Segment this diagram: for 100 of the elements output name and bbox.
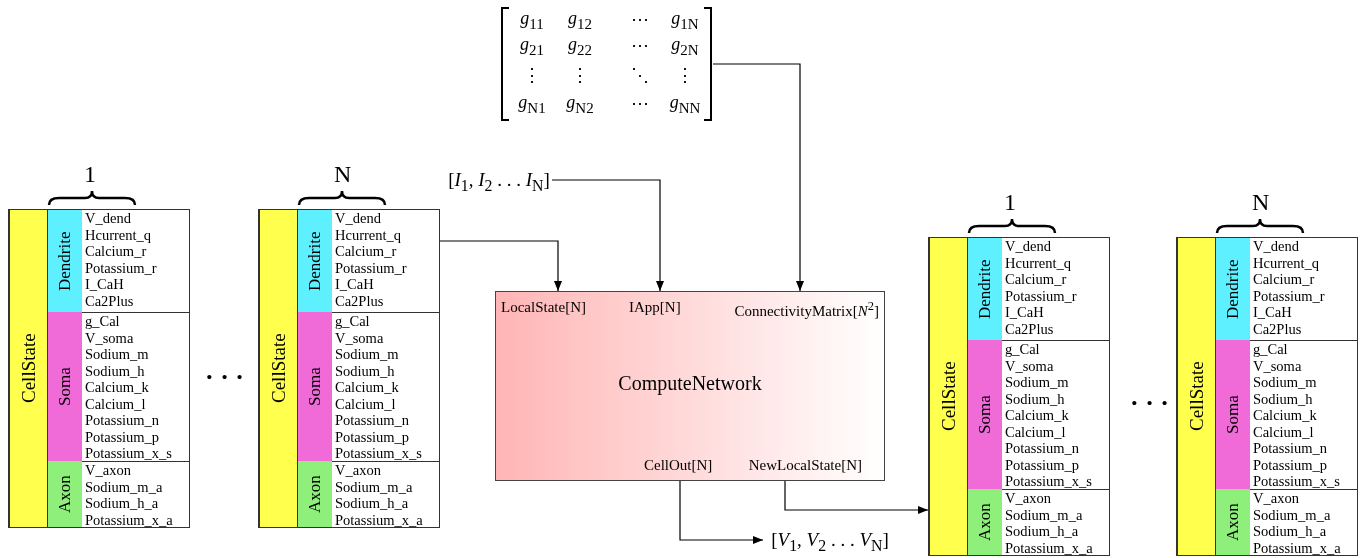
arrow (439, 240, 562, 292)
matrix-entry: ⋮ (523, 64, 541, 86)
variable-name: Sodium_m (334, 346, 400, 363)
cell-state-panel (928, 237, 1110, 556)
cell-state-panel (258, 209, 440, 528)
brace-label: 1 (1004, 189, 1016, 215)
variable-name: g_Cal (1004, 341, 1041, 358)
matrix-entry: g$_{12}$ (568, 8, 592, 33)
compartment-label: Axon (967, 489, 1002, 555)
matrix-entry: ⋯ (631, 34, 649, 56)
variable-name: Potassium_x_a (1004, 539, 1094, 556)
variable-list (82, 312, 189, 461)
variable-name: V_axon (1004, 490, 1052, 507)
cell-state-panel (8, 209, 190, 528)
variable-name: V_axon (334, 462, 382, 479)
variable-name: V_axon (1252, 490, 1300, 507)
ellipsis-mark: · · · (205, 362, 244, 392)
variable-name: Potassium_n (334, 412, 411, 429)
vector-label: [I$_{1}$, I$_{2}$ . . . I$_{N}$] (446, 167, 552, 193)
variable-name: Sodium_h_a (84, 495, 160, 512)
variable-name: Sodium_h (1252, 390, 1314, 407)
variable-name: Potassium_p (1252, 456, 1329, 473)
port-label: IApp[N] (629, 299, 681, 316)
compartment-label: Soma (297, 312, 332, 461)
variable-name: Sodium_h_a (334, 495, 410, 512)
variable-name: Sodium_m_a (334, 478, 414, 495)
variable-name: Potassium_x_a (84, 511, 174, 528)
cell-state-label: CellState (9, 210, 47, 527)
variable-name: Potassium_x_a (334, 511, 424, 528)
variable-name: Potassium_x_s (84, 445, 173, 462)
variable-name: Potassium_p (1004, 456, 1081, 473)
variable-name: g_Cal (1252, 341, 1289, 358)
matrix-entry: g$_{N1}$ (518, 92, 546, 117)
compartment-label: Axon (47, 461, 82, 527)
variable-name: Calcium_k (334, 379, 400, 396)
variable-name: Sodium_h_a (1252, 523, 1328, 540)
compartment-label: Dendrite (1215, 238, 1250, 340)
compartment-label: Axon (297, 461, 332, 527)
compartment-label: Soma (1215, 340, 1250, 489)
variable-name: Calcium_l (1252, 423, 1315, 440)
variable-name: I_CaH (1252, 304, 1293, 321)
port-label: ConnectivityMatrix[N$^{2}$] (734, 299, 879, 320)
variable-name: Hcurrent_q (1252, 254, 1321, 271)
matrix-entry: g$_{21}$ (520, 34, 544, 59)
matrix-entry: ⋮ (571, 64, 589, 86)
variable-name: V_soma (84, 329, 135, 346)
variable-name: Potassium_x_s (1004, 473, 1093, 490)
brace-label: 1 (84, 161, 96, 187)
variable-name: Potassium_p (334, 428, 411, 445)
variable-name: Calcium_k (1004, 407, 1070, 424)
variable-name: Calcium_r (1252, 271, 1316, 288)
vector-label: [V$_{1}$, V$_{2}$ . . . V$_{N}$] (763, 526, 897, 554)
variable-name: Potassium_x_a (1252, 539, 1342, 556)
compute-box (495, 291, 885, 481)
matrix-entry: g$_{2N}$ (671, 34, 699, 59)
variable-name: V_soma (334, 329, 385, 346)
process-title: ComputeNetwork (618, 372, 762, 395)
variable-name: Potassium_x_s (334, 445, 423, 462)
variable-name: Hcurrent_q (84, 226, 153, 243)
variable-name: Calcium_k (1252, 407, 1318, 424)
variable-name: Sodium_h_a (1004, 523, 1080, 540)
ellipsis-mark: · · · (1130, 388, 1169, 418)
variable-name: Calcium_r (84, 243, 148, 260)
matrix-entry: g$_{N2}$ (566, 92, 594, 117)
variable-name: Potassium_n (1004, 440, 1081, 457)
variable-name: Potassium_r (1252, 287, 1326, 304)
cell-state-label: CellState (929, 238, 967, 555)
brace-label: N (334, 161, 352, 187)
variable-name: V_dend (1252, 238, 1300, 255)
variable-name: Ca2Plus (84, 292, 135, 309)
variable-name: V_soma (1252, 357, 1303, 374)
variable-name: Potassium_r (1004, 287, 1078, 304)
cell-state-label: CellState (259, 210, 297, 527)
arrow (551, 179, 664, 292)
variable-list (332, 461, 439, 527)
variable-name: Calcium_r (1004, 271, 1068, 288)
port-label: LocalState[N] (501, 299, 586, 316)
matrix-entry: ⋱ (631, 64, 649, 86)
arrow (712, 63, 804, 292)
variable-name: Potassium_r (84, 259, 158, 276)
variable-name: Ca2Plus (1252, 320, 1303, 337)
variable-name: V_dend (334, 210, 382, 227)
variable-name: Ca2Plus (334, 292, 385, 309)
compartment-label: Axon (1215, 489, 1250, 555)
variable-name: Hcurrent_q (334, 226, 403, 243)
variable-name: Sodium_m (84, 346, 150, 363)
variable-name: Sodium_m (1004, 374, 1070, 391)
variable-list (1250, 340, 1357, 489)
cell-state-panel (1176, 237, 1358, 556)
variable-list (1250, 489, 1357, 555)
variable-name: Calcium_l (334, 395, 397, 412)
variable-name: V_dend (1004, 238, 1052, 255)
port-label: CellOut[N] (644, 457, 713, 474)
variable-name: I_CaH (334, 276, 375, 293)
port-label: NewLocalState[N] (748, 457, 862, 474)
variable-name: Calcium_l (84, 395, 147, 412)
variable-list (1002, 340, 1109, 489)
compartment-label: Dendrite (297, 210, 332, 312)
brace-label: N (1252, 189, 1270, 215)
variable-name: Sodium_h (84, 362, 146, 379)
